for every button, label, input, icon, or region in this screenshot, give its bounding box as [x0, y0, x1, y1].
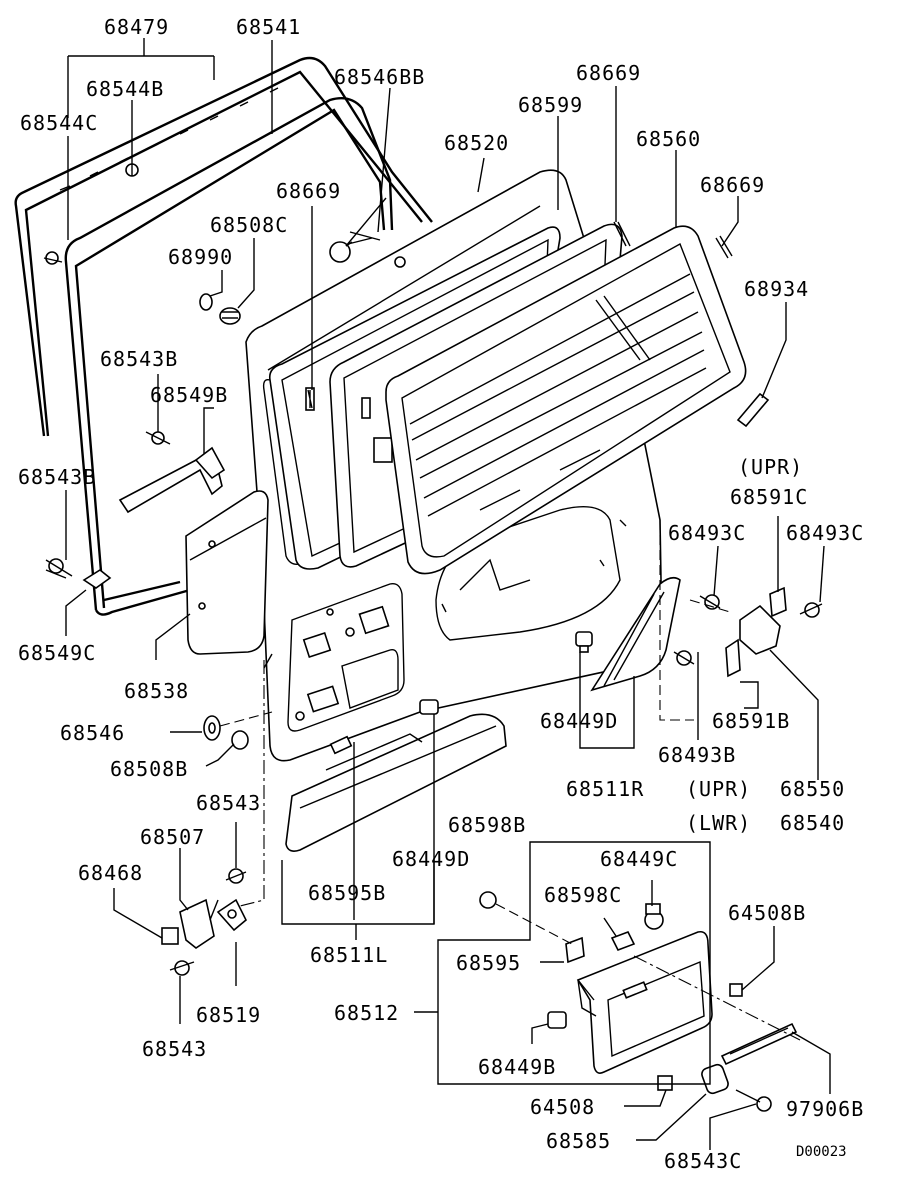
ring-68990 [199, 293, 213, 311]
label-68508B: 68508B [110, 757, 188, 781]
stopper-68519 [216, 898, 247, 932]
clip-68598B [479, 891, 497, 909]
label-68511L: 68511L [310, 943, 388, 967]
label-68598C: 68598C [544, 883, 622, 907]
label-68449D-right: 68449D [540, 709, 618, 733]
bracket-68549C [82, 569, 112, 589]
garnish-68511L [285, 713, 507, 852]
license-garnish-68512 [576, 930, 713, 1074]
label-68541: 68541 [236, 15, 301, 39]
garnish-68511R [590, 576, 681, 692]
leader-lines [65, 38, 831, 1150]
grommet-68546 [203, 715, 221, 741]
label-68591B: 68591B [712, 709, 790, 733]
label-68549B: 68549B [150, 383, 228, 407]
clip-68544B [125, 160, 139, 177]
bracket-68507 [161, 898, 215, 949]
clip-68449B [547, 1011, 567, 1029]
lamp-68585 [701, 1063, 729, 1095]
label-68595B: 68595B [308, 881, 386, 905]
label-68599: 68599 [518, 93, 583, 117]
weatherstrip-outer [14, 56, 433, 437]
label-68540: 68540 [780, 811, 845, 835]
label-68591C: 68591C [730, 485, 808, 509]
label-68520: 68520 [444, 131, 509, 155]
label-68512: 68512 [334, 1001, 399, 1025]
bolt-68543C [735, 1089, 772, 1112]
label-68546BB: 68546BB [334, 65, 425, 89]
latch-68550 [673, 586, 823, 678]
label-64508: 64508 [530, 1095, 595, 1119]
drawing-code: D00023 [796, 1144, 847, 1160]
clip-68598C [610, 930, 636, 952]
label-68449B: 68449B [478, 1055, 556, 1079]
label-68543B-lower: 68543B [18, 465, 96, 489]
label-68468: 68468 [78, 861, 143, 885]
label-68511R: 68511R [566, 777, 644, 801]
cap-64508 [657, 1075, 673, 1091]
clip-68449D-left [419, 699, 439, 715]
callout-labels: 68479 68541 68544B 68546BB 68544C 68669 … [18, 15, 864, 1173]
label-68669-right: 68669 [700, 173, 765, 197]
label-68544B: 68544B [86, 77, 164, 101]
label-68493C-left: 68493C [668, 521, 746, 545]
label-68507: 68507 [140, 825, 205, 849]
label-68543-lower: 68543 [142, 1037, 207, 1061]
label-68543B-upper: 68543B [100, 347, 178, 371]
label-68560: 68560 [636, 127, 701, 151]
label-68543-upper: 68543 [196, 791, 261, 815]
label-68669-top: 68669 [576, 61, 641, 85]
label-68493C-right: 68493C [786, 521, 864, 545]
inner-trim-68538 [185, 490, 269, 655]
label-68544C: 68544C [20, 111, 98, 135]
screw-68595 [565, 936, 585, 964]
stopper-68508C [219, 307, 241, 325]
label-68669-left: 68669 [276, 179, 341, 203]
label-upr-1: (UPR) [738, 455, 803, 479]
label-68934: 68934 [744, 277, 809, 301]
label-68550: 68550 [780, 777, 845, 801]
bolt-68543-b [169, 960, 195, 976]
bolt-68543B [45, 558, 73, 579]
label-68508C: 68508C [210, 213, 288, 237]
label-68543C: 68543C [664, 1149, 742, 1173]
label-68585: 68585 [546, 1129, 611, 1153]
glass-strip-68934 [736, 392, 770, 428]
label-lwr: (LWR) [686, 811, 751, 835]
cap-68508B [231, 730, 249, 750]
label-68990: 68990 [168, 245, 233, 269]
label-68449D-left: 68449D [392, 847, 470, 871]
label-68479: 68479 [104, 15, 169, 39]
label-68449C: 68449C [600, 847, 678, 871]
cap-64508B [729, 983, 743, 997]
label-68549C: 68549C [18, 641, 96, 665]
bolt-68543-a [225, 868, 247, 884]
label-upr-2: (UPR) [686, 777, 751, 801]
label-68598B: 68598B [448, 813, 526, 837]
label-68546: 68546 [60, 721, 125, 745]
label-64508B: 64508B [728, 901, 806, 925]
hinge-68549B [118, 431, 226, 514]
glass-front [385, 225, 747, 575]
label-68493B: 68493B [658, 743, 736, 767]
clip-68544C [43, 251, 63, 265]
label-68538: 68538 [124, 679, 189, 703]
emblem-97906B [720, 1022, 798, 1066]
clip-68449D-right [575, 631, 593, 653]
label-97906B: 97906B [786, 1097, 864, 1121]
clip-68449C [644, 903, 664, 930]
label-68595: 68595 [456, 951, 521, 975]
label-68519: 68519 [196, 1003, 261, 1027]
